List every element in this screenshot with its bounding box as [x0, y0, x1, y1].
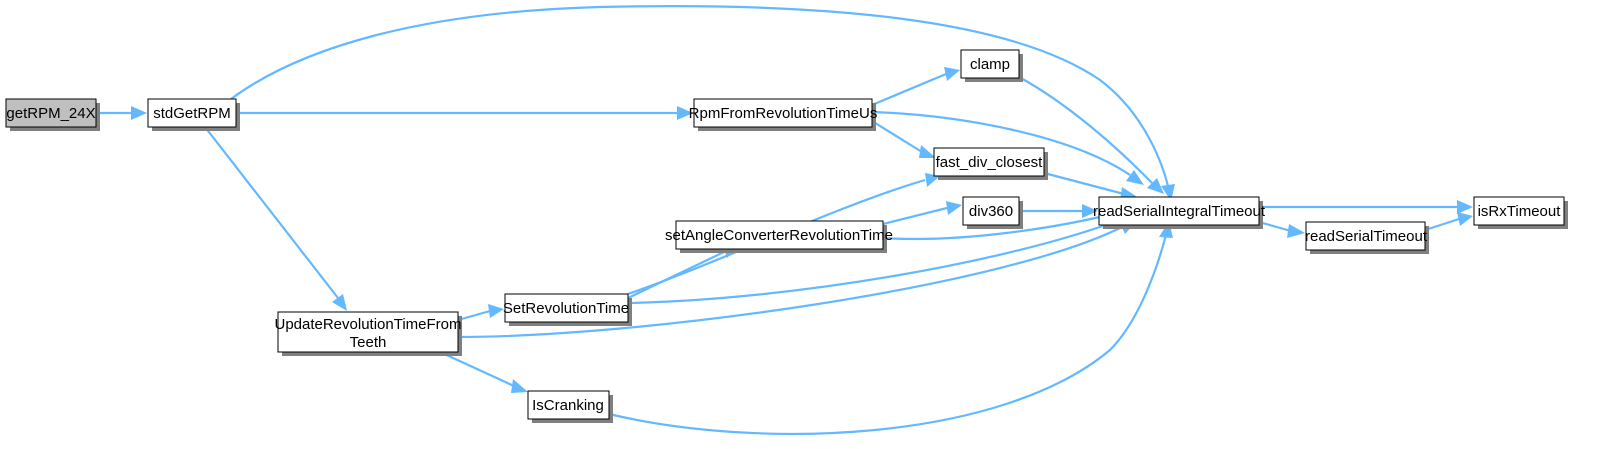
edge-readserialintegraltimeout-to-isrxtimeout	[1259, 200, 1473, 214]
node-clamp[interactable]: clamp	[960, 49, 1023, 82]
node-div360[interactable]: div360	[962, 196, 1023, 229]
node-fast-div-closest[interactable]: fast_div_closest	[933, 147, 1048, 180]
node-layer: getRPM_24X stdGetRPM RpmFromRevolutionTi…	[5, 49, 1568, 423]
edge-stdgetrpm-to-rpmfromrevolutiontimeus	[236, 106, 693, 120]
node-updaterevolutiontimefromteeth[interactable]: UpdateRevolutionTimeFrom Teeth	[274, 311, 462, 356]
node-readserialintegraltimeout[interactable]: readSerialIntegralTimeout	[1093, 196, 1266, 229]
edge-rpmfromrevolutiontimeus-to-fastdivclosest	[871, 120, 936, 158]
edge-updaterevolutiontimefromteeth-to-setrevolutiontime	[457, 304, 504, 322]
node-isrxtimeout[interactable]: isRxTimeout	[1473, 196, 1568, 229]
edge-clamp-to-readserialintegraltimeout	[1018, 76, 1164, 194]
node-getrpm-24x[interactable]: getRPM_24X	[5, 98, 100, 131]
edge-updaterevolutiontimefromteeth-to-iscranking	[439, 351, 528, 393]
edge-rpmfromrevolutiontimeus-to-clamp	[871, 67, 960, 107]
node-setangleconverterrevolutiontime[interactable]: setAngleConverterRevolutionTime	[665, 220, 893, 253]
edge-layer	[96, 5, 1473, 435]
node-stdgetrpm[interactable]: stdGetRPM	[147, 98, 240, 131]
edge-readserialtimeout-to-isrxtimeout	[1424, 212, 1473, 232]
node-setrevolutiontime[interactable]: SetRevolutionTime	[503, 293, 632, 326]
edge-rpmfromrevolutiontimeus-to-readserialintegraltimeout	[871, 110, 1144, 185]
edge-stdgetrpm-to-updaterevolutiontimefromteeth	[204, 126, 347, 311]
node-iscranking[interactable]: IsCranking	[527, 390, 613, 423]
edge-setangleconverterrevolutiontime-to-div360	[882, 201, 962, 226]
node-rpmfromrevolutiontimeus[interactable]: RpmFromRevolutionTimeUs	[689, 98, 878, 131]
edge-getrpm24x-to-stdgetrpm	[96, 106, 147, 120]
edge-readserialintegraltimeout-to-readserialtimeout	[1258, 220, 1305, 238]
edge-div360-to-readserialintegraltimeout	[1019, 204, 1098, 218]
node-readserialtimeout[interactable]: readSerialTimeout	[1305, 221, 1429, 254]
